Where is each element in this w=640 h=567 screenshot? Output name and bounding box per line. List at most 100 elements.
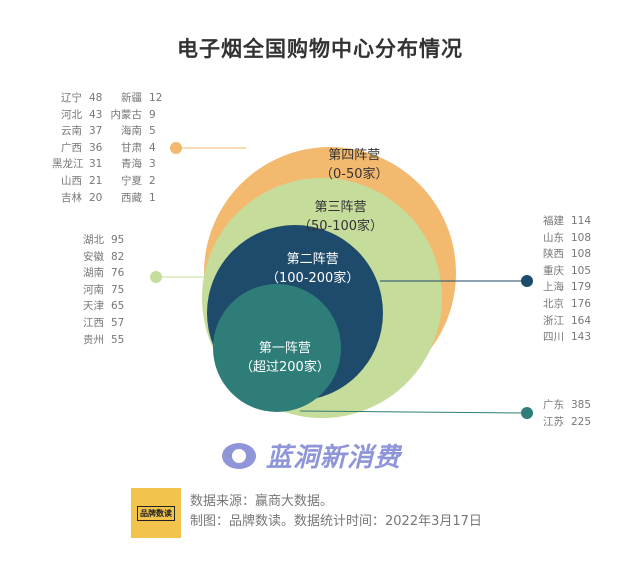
tier1-connector <box>299 410 528 414</box>
region-item: 河南 75 <box>80 282 124 299</box>
region-count: 164 <box>571 314 592 327</box>
region-count: 385 <box>571 399 592 411</box>
region-count: 105 <box>571 264 592 277</box>
tier3-label: 第三阵营 （50-100家） <box>298 198 383 236</box>
region-name: 新疆 <box>121 92 142 104</box>
region-name: 云南 <box>61 125 82 138</box>
region-count: 48 <box>89 92 103 104</box>
tier4-name: 第四阵营 <box>328 148 381 163</box>
region-count: 37 <box>89 125 103 138</box>
region-name: 湖南 <box>83 267 104 280</box>
brand-logo: 品牌数读 <box>131 488 181 538</box>
region-item: 广东 385 <box>540 397 591 414</box>
tier2-dot <box>521 275 533 287</box>
chart-title: 电子烟全国购物中心分布情况 <box>177 37 463 61</box>
region-count: 1 <box>149 191 156 204</box>
tier1-range: （超过200家） <box>240 360 330 375</box>
region-count: 143 <box>571 331 592 344</box>
watermark: 蓝洞新消费 <box>222 437 401 474</box>
region-item: 福建 114 <box>540 213 591 230</box>
region-count: 43 <box>89 108 103 121</box>
region-name: 陕西 <box>543 248 564 261</box>
tier4-label: 第四阵营 （0-50家） <box>320 146 389 184</box>
region-name: 北京 <box>543 297 564 310</box>
tier1-circle <box>213 284 341 412</box>
region-name: 山西 <box>61 174 82 187</box>
region-name: 广西 <box>61 141 82 154</box>
tier3-range: （50-100家） <box>298 219 384 234</box>
region-name: 贵州 <box>83 333 104 346</box>
region-name: 重庆 <box>543 264 564 277</box>
tier3-name: 第三阵营 <box>314 200 367 215</box>
region-name: 福建 <box>543 215 564 227</box>
region-name: 吉林 <box>61 191 82 204</box>
tier3-dot <box>150 271 162 283</box>
region-item: 黑龙江 31 <box>52 156 102 173</box>
region-name: 海南 <box>121 125 142 138</box>
region-item: 新疆 12 <box>110 90 162 107</box>
region-name: 甘肃 <box>121 141 142 154</box>
region-name: 四川 <box>543 331 564 344</box>
source-note: 数据来源：赢商大数据。 制图：品牌数读。数据统计时间：2022年3月17日 <box>190 492 482 532</box>
region-name: 黑龙江 <box>52 158 84 171</box>
region-count: 114 <box>571 215 592 227</box>
region-count: 75 <box>111 283 125 296</box>
region-item: 浙江 164 <box>540 313 591 330</box>
region-count: 225 <box>571 415 592 428</box>
region-name: 西藏 <box>121 191 142 204</box>
region-name: 上海 <box>543 281 564 294</box>
region-count: 176 <box>571 297 592 310</box>
region-count: 5 <box>149 125 156 138</box>
region-item: 四川 143 <box>540 329 591 346</box>
region-count: 2 <box>149 174 156 187</box>
region-item: 重庆 105 <box>540 263 591 280</box>
region-count: 95 <box>111 234 125 246</box>
region-name: 河南 <box>83 283 104 296</box>
tier1-list: 广东 385 江苏 225 <box>540 397 591 430</box>
region-item: 内蒙古 9 <box>110 107 162 124</box>
region-count: 108 <box>571 248 592 261</box>
region-name: 内蒙古 <box>110 108 143 121</box>
region-name: 浙江 <box>543 314 564 327</box>
region-count: 76 <box>111 267 125 280</box>
tier1-dot <box>521 407 533 419</box>
region-name: 山东 <box>543 231 564 244</box>
tier4-dot <box>170 142 182 154</box>
region-count: 179 <box>571 281 592 294</box>
region-item: 上海 179 <box>540 279 591 296</box>
region-item: 湖南 76 <box>80 265 124 282</box>
region-item: 云南 37 <box>52 123 102 140</box>
region-name: 江苏 <box>543 415 564 428</box>
tier2-label: 第二阵营 （100-200家） <box>266 250 359 288</box>
region-item: 吉林 20 <box>52 190 102 207</box>
region-name: 广东 <box>543 399 564 411</box>
region-count: 65 <box>111 300 125 313</box>
tier2-name: 第二阵营 <box>286 252 339 267</box>
region-name: 江西 <box>83 316 104 329</box>
region-count: 20 <box>89 191 103 204</box>
watermark-text: 蓝洞新消费 <box>266 443 402 473</box>
tier1-label: 第四阵营 第一阵营 （超过200家） <box>240 339 330 377</box>
region-item: 海南 5 <box>110 123 162 140</box>
region-count: 55 <box>111 333 125 346</box>
region-count: 12 <box>149 92 163 104</box>
tier2-range: （100-200家） <box>266 271 360 286</box>
region-count: 9 <box>149 108 156 121</box>
region-count: 31 <box>89 158 103 171</box>
region-count: 21 <box>89 174 103 187</box>
region-item: 山西 21 <box>52 173 102 190</box>
